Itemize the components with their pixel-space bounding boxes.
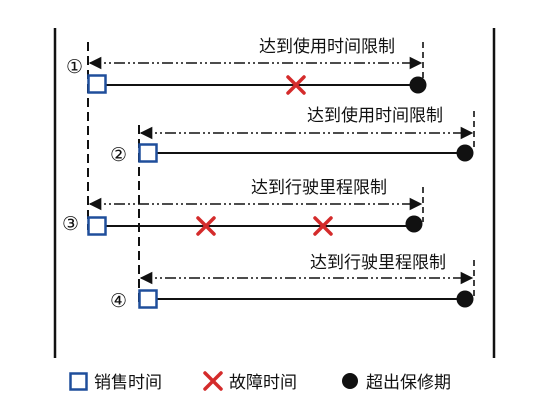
scenario-3-number: ③: [62, 213, 79, 235]
legend-end-label: 超出保修期: [366, 373, 451, 393]
scenario-1-end-marker: [409, 76, 427, 94]
scenario-3: ③ 达到行驶里程限制: [62, 178, 424, 236]
legend-sale-icon: [69, 372, 88, 391]
scenario-1-sale-marker: [87, 74, 107, 94]
scenario-3-failure-icon-2: [313, 216, 333, 236]
scenario-2-sale-marker: [138, 143, 158, 163]
legend-end-icon: [342, 373, 358, 389]
scenario-1-number: ①: [66, 56, 83, 78]
scenario-3-failure-icon-1: [196, 216, 216, 236]
scenario-1-failure-icon: [286, 75, 306, 95]
scenario-4: ④ 达到行驶里程限制: [110, 253, 475, 312]
scenario-3-end-marker: [405, 215, 423, 233]
scenario-4-end-marker: [456, 290, 474, 308]
scenario-2-end-marker: [456, 144, 474, 162]
scenario-4-sale-marker: [138, 289, 158, 309]
legend-failure-label: 故障时间: [229, 373, 297, 393]
scenario-2-limit-label: 达到使用时间限制: [307, 105, 443, 126]
scenario-4-number: ④: [110, 290, 127, 312]
legend-failure-icon: [203, 371, 223, 391]
scenario-3-limit-label: 达到行驶里程限制: [251, 178, 387, 198]
scenario-4-limit-label: 达到行驶里程限制: [310, 253, 446, 273]
scenario-1: ① 达到使用时间限制: [66, 36, 427, 95]
scenario-3-sale-marker: [87, 216, 107, 236]
scenario-2: ② 达到使用时间限制: [110, 105, 475, 166]
scenario-1-limit-label: 达到使用时间限制: [259, 36, 395, 57]
scenario-2-number: ②: [110, 144, 127, 166]
legend: 销售时间 故障时间 超出保修期: [69, 371, 451, 393]
legend-sale-label: 销售时间: [94, 373, 162, 393]
